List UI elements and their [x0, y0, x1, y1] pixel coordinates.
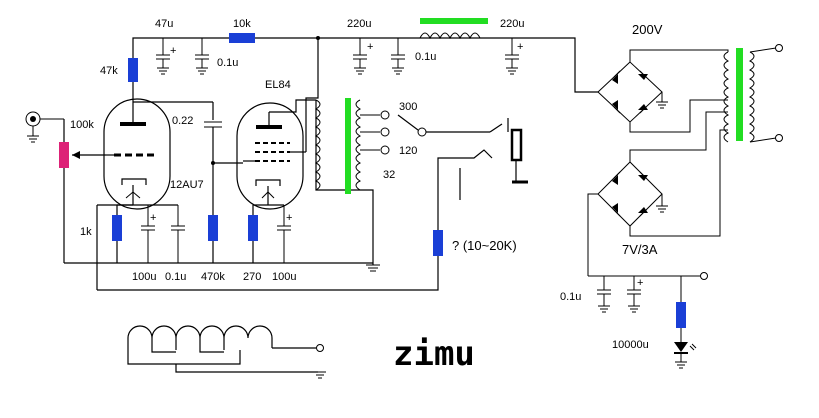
heater-supply: +: [588, 272, 708, 369]
bridge-rectifier-hv: [597, 49, 729, 133]
b-plus-rail: [132, 36, 598, 93]
label-470k: 470k: [201, 271, 225, 283]
cap-220u-a: +: [353, 38, 373, 75]
tube-el84: [236, 102, 306, 210]
input-jack: [25, 111, 64, 143]
label-el84: EL84: [265, 79, 291, 91]
label-series-resistor: ? (10~20K): [452, 238, 517, 253]
power-transformer: [723, 44, 783, 143]
output-transformer: [314, 98, 390, 263]
label-1k: 1k: [80, 226, 92, 238]
label-0.1u-d: 0.1u: [560, 291, 581, 303]
label-47k: 47k: [100, 65, 118, 77]
label-100u-b: 100u: [272, 271, 296, 283]
label-10000u: 10000u: [612, 339, 649, 351]
cap-47u: +: [156, 38, 176, 75]
resistor-270: [248, 215, 258, 241]
resistor-470k: [208, 215, 218, 241]
heater-wiring-diagram: [127, 325, 326, 379]
cap-0.22: [204, 121, 222, 215]
label-220u-a: 220u: [347, 18, 371, 30]
svg-text:+: +: [150, 212, 156, 224]
label-220u-b: 220u: [500, 18, 524, 30]
cap-100u-a: +: [141, 205, 156, 263]
svg-text:+: +: [367, 41, 373, 53]
resistor-47k: [128, 58, 138, 82]
cap-220u-b: +: [505, 38, 523, 75]
ground-bus: [64, 262, 380, 272]
label-0.22: 0.22: [172, 115, 193, 127]
potentiometer-100k: [59, 142, 69, 168]
resistor-series-10-20k: [433, 230, 443, 256]
label-12au7: 12AU7: [170, 179, 204, 191]
svg-text:+: +: [170, 45, 176, 57]
svg-text:+: +: [517, 41, 523, 53]
cap-0.1u-a: [195, 38, 209, 75]
label-10k: 10k: [233, 18, 251, 30]
label-0.1u-b: 0.1u: [415, 51, 436, 63]
label-tap-32: 32: [383, 169, 395, 181]
bridge-rectifier-lv: [587, 111, 728, 276]
resistor-1k: [112, 215, 122, 241]
label-7v-3a: 7V/3A: [622, 242, 658, 257]
label-0.1u-c: 0.1u: [165, 271, 186, 283]
cap-0.1u-b: [391, 38, 405, 75]
label-100k: 100k: [70, 119, 94, 131]
tube-12au7: [103, 98, 171, 210]
label-47u: 47u: [155, 18, 173, 30]
svg-text:+: +: [286, 212, 292, 224]
label-tap-120: 120: [399, 145, 417, 157]
label-270: 270: [243, 271, 261, 283]
choke-inductor: [419, 18, 488, 40]
label-100u-a: 100u: [132, 271, 156, 283]
label-tap-300: 300: [399, 101, 417, 113]
resistor-10k: [229, 33, 255, 43]
cap-0.1u-c: [171, 205, 185, 263]
cap-100u-b: +: [277, 205, 292, 263]
logo-text: zimu: [393, 334, 475, 374]
impedance-selector-switch[interactable]: [397, 114, 503, 137]
label-200v: 200V: [632, 22, 663, 37]
svg-text:+: +: [637, 277, 643, 289]
label-0.1u-a: 0.1u: [217, 57, 238, 69]
headphone-jack: [437, 118, 528, 230]
